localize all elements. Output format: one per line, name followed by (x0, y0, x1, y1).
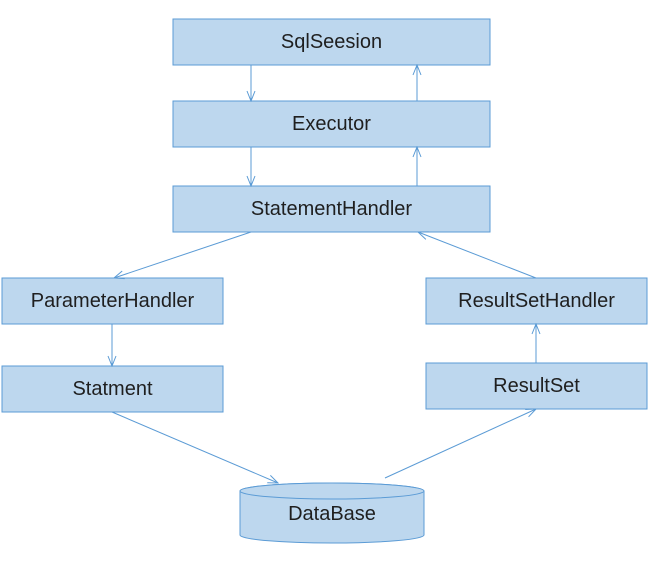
node-sqlsession: SqlSeesion (172, 18, 491, 66)
edge-database-to-result-set (384, 409, 536, 479)
node-result-set-handler: ResultSetHandler (425, 277, 648, 325)
node-statement: Statment (1, 365, 224, 413)
node-executor: Executor (172, 100, 491, 148)
node-parameter-handler-label: ParameterHandler (31, 290, 195, 312)
edge-statement-to-database (111, 411, 278, 483)
node-statement-handler: StatementHandler (172, 185, 491, 233)
node-parameter-handler: ParameterHandler (1, 277, 224, 325)
node-result-set: ResultSet (425, 362, 648, 410)
node-sqlsession-label: SqlSeesion (281, 31, 382, 53)
node-database-label: DataBase (288, 503, 376, 525)
node-result-set-handler-label: ResultSetHandler (458, 290, 615, 312)
edge-result-set-handler-to-statement-handler (418, 232, 537, 279)
node-statement-label: Statment (72, 378, 152, 400)
node-executor-label: Executor (292, 113, 371, 135)
node-result-set-label: ResultSet (493, 375, 580, 397)
edge-statement-handler-to-parameter-handler (114, 231, 252, 278)
node-statement-handler-label: StatementHandler (251, 198, 413, 220)
node-database: DataBase (239, 482, 425, 544)
